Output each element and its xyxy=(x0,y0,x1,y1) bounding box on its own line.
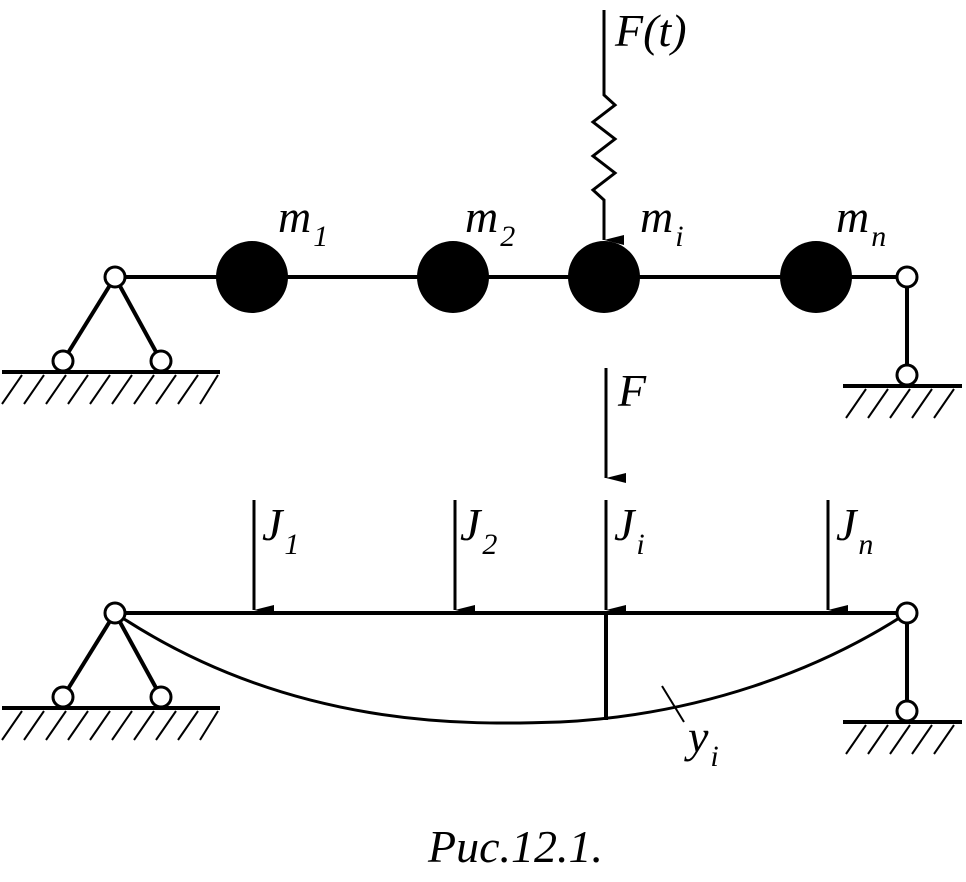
hinge xyxy=(895,699,919,723)
inertia-label-1: J1 xyxy=(262,499,299,561)
top-right-ground-hatch xyxy=(845,388,955,419)
inertia-label-i: Ji xyxy=(614,499,645,561)
mass-label-i: mi xyxy=(640,191,684,253)
hinge xyxy=(895,265,919,289)
yi-leader xyxy=(661,685,685,723)
hinge xyxy=(149,349,173,373)
mass-2 xyxy=(417,241,489,313)
inertia-label-n: Jn xyxy=(836,499,873,561)
hinge xyxy=(895,363,919,387)
mass-label-2: m2 xyxy=(465,191,515,253)
deflection-label: yi xyxy=(684,711,719,773)
bottom-left-pin-support xyxy=(1,601,220,741)
top-scheme: m1 m2 mi mn F(t) xyxy=(1,5,962,419)
deflection-curve xyxy=(114,611,908,725)
figure-caption: Рис.12.1. xyxy=(427,821,603,872)
hinge xyxy=(103,265,127,289)
hinge xyxy=(51,349,75,373)
hinge xyxy=(103,601,127,625)
mass-label-1: m1 xyxy=(278,191,328,253)
bottom-left-ground-hatch xyxy=(1,710,219,741)
force-f-label: F xyxy=(617,365,647,416)
force-ft-label: F(t) xyxy=(614,5,687,56)
mass-label-n: mn xyxy=(836,191,886,253)
mass-1 xyxy=(216,241,288,313)
bottom-right-roller-support xyxy=(843,601,962,755)
hinge xyxy=(895,601,919,625)
top-left-ground-hatch xyxy=(1,374,219,405)
hinge xyxy=(149,685,173,709)
hinge xyxy=(51,685,75,709)
inertia-label-2: J2 xyxy=(460,499,497,561)
bottom-scheme: F J1 J2 Ji Jn yi xyxy=(1,365,962,773)
top-right-roller-support xyxy=(843,265,962,419)
bottom-right-ground-hatch xyxy=(845,724,955,755)
top-left-pin-support xyxy=(1,265,220,405)
force-ft-arrow xyxy=(590,10,624,245)
mass-n xyxy=(780,241,852,313)
mass-i xyxy=(568,241,640,313)
